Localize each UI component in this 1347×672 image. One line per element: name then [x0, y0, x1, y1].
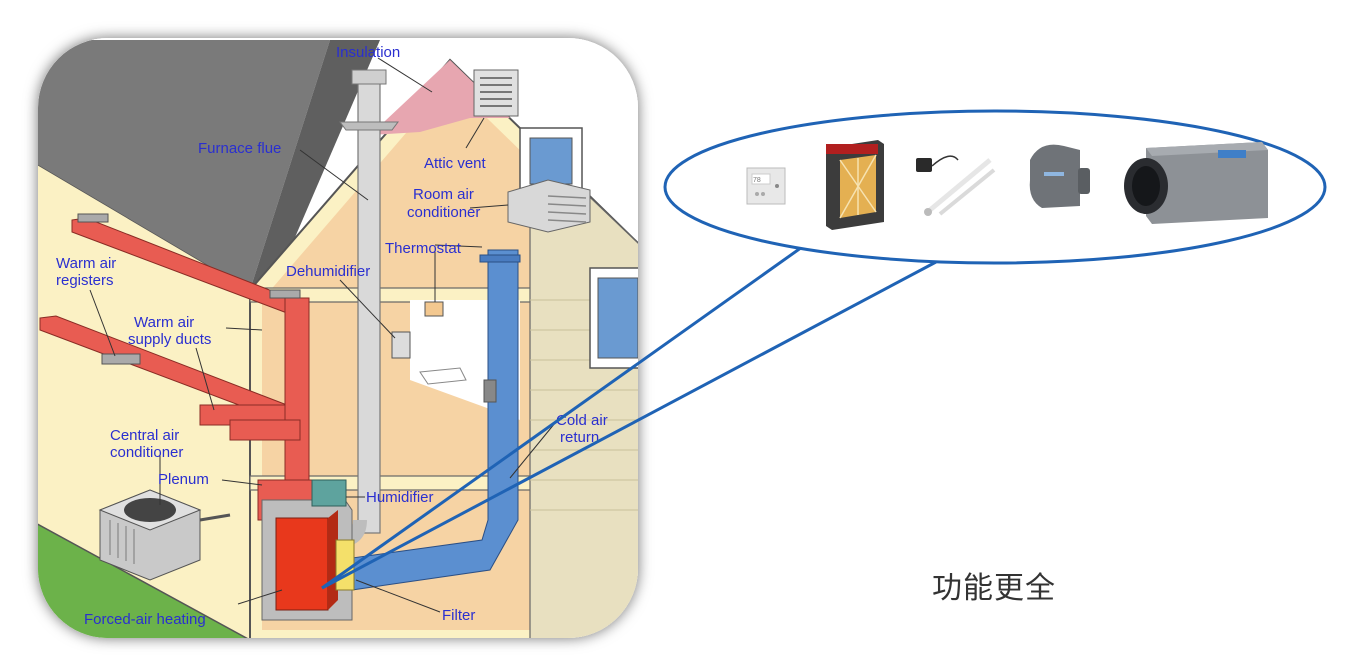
- house-diagram-panel: Insulation Furnace flue Attic vent Room …: [38, 38, 638, 638]
- label-warm-air-registers-line1: Warm air: [56, 255, 116, 272]
- callout-pointer-line-upper: [321, 238, 813, 590]
- label-warm-air-supply-line1: Warm air: [134, 314, 194, 331]
- label-filter: Filter: [442, 607, 475, 624]
- label-cold-air-return-line2: return: [560, 429, 599, 446]
- label-warm-air-supply-line2: supply ducts: [128, 331, 211, 348]
- label-plenum: Plenum: [158, 471, 209, 488]
- attic-vent-unit: [473, 69, 519, 117]
- label-furnace-flue: Furnace flue: [198, 140, 281, 157]
- product-thermostat-reading: 78: [753, 177, 761, 184]
- roof: [38, 40, 330, 290]
- label-dehumidifier: Dehumidifier: [286, 263, 370, 280]
- product-uv-lamp: [916, 155, 996, 216]
- label-insulation: Insulation: [336, 44, 400, 61]
- label-central-ac-line2: conditioner: [110, 444, 183, 461]
- label-cold-air-return-line1: Cold air: [556, 412, 608, 429]
- label-forced-air-heating: Forced-air heating: [84, 611, 206, 628]
- room-ac-unit: [507, 179, 591, 233]
- product-callout: 78: [321, 109, 1327, 590]
- label-attic-vent: Attic vent: [424, 155, 487, 172]
- tagline: 功能更全: [932, 571, 1056, 606]
- product-thermostat: 78: [746, 167, 786, 205]
- furnace-flue: [320, 69, 399, 547]
- product-air-filter-cabinet: [826, 140, 884, 230]
- label-humidifier: Humidifier: [366, 489, 434, 506]
- central-ac-unit: [98, 489, 231, 581]
- label-central-ac-line1: Central air: [110, 427, 179, 444]
- thermostat-unit: [424, 301, 444, 317]
- furnace: [261, 499, 355, 621]
- product-dehumidifier: [1124, 142, 1268, 224]
- lower-window: [589, 267, 638, 369]
- product-humidifier: [1029, 144, 1090, 208]
- label-room-ac-line2: conditioner: [407, 204, 480, 221]
- humidifier-unit: [311, 479, 347, 507]
- callout-pointer-line-lower: [321, 260, 937, 590]
- label-room-ac-line1: Room air: [413, 186, 474, 203]
- label-warm-air-registers-line2: registers: [56, 272, 114, 289]
- label-thermostat: Thermostat: [385, 240, 462, 257]
- dehumidifier-unit: [391, 331, 411, 359]
